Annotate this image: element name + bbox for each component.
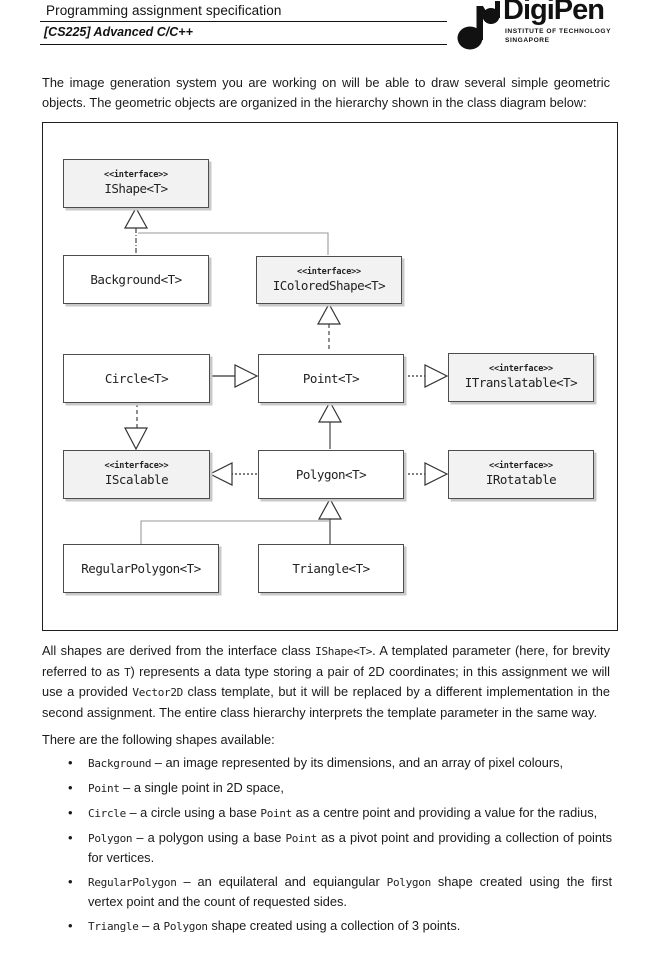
class-name: IShape<T> [104,181,168,196]
class-box-regularpolygon: RegularPolygon<T> [63,544,219,593]
header-rule-top [40,21,447,22]
class-box-triangle: Triangle<T> [258,544,404,593]
text-run: – a polygon using a base [132,830,286,845]
list-item-polygon: Polygon – a polygon using a base Point a… [60,828,612,867]
inline-code: Background [88,757,152,770]
inline-code: Point [260,807,293,820]
class-name: IRotatable [485,472,557,487]
class-name: Point<T> [302,370,360,386]
inline-code: IShape<T> [315,645,373,658]
inline-code: T [124,665,131,679]
inline-code: Point [285,832,318,845]
text-run: class template, but it will be replaced … [42,684,610,720]
inline-code: Polygon [88,832,133,845]
class-box-icoloredshape: <<interface>> IColoredShape<T> [256,256,402,304]
list-item-regularpolygon: RegularPolygon – an equilateral and equi… [60,872,612,911]
stereotype-label: <<interface>> [104,170,168,180]
text-run: as a centre point and providing a value … [292,805,598,820]
class-box-ishape: <<interface>> IShape<T> [63,159,209,208]
class-box-circle: Circle<T> [63,354,210,403]
class-name: Circle<T> [104,370,169,386]
digipen-logo: DigiPen INSTITUTE OF TECHNOLOGY SINGAPOR… [453,0,652,52]
text-run: as a pivot point and providing a collect… [88,830,612,865]
digipen-double-note-icon [457,1,500,50]
intro-paragraph: The image generation system you are work… [42,75,610,110]
class-name: RegularPolygon<T> [81,560,201,576]
class-box-irotatable: <<interface>> IRotatable [448,450,594,499]
inline-code: Triangle [88,920,139,933]
class-name: Triangle<T> [292,560,370,576]
class-name: IScalable [104,472,169,487]
header-rule-bottom [40,44,447,45]
class-box-point: Point<T> [258,354,404,403]
text-run: shape created using the first vertex poi… [88,874,613,909]
inline-code: RegularPolygon [88,876,177,889]
shape-list: Background – an image represented by its… [60,753,612,941]
class-name: ITranslatable<T> [464,375,578,390]
text-run: – an equilateral and equiangular [176,874,387,889]
class-box-iscalable: <<interface>> IScalable [63,450,210,499]
stereotype-label: <<interface>> [489,364,553,374]
stereotype-label: <<interface>> [297,266,361,277]
class-box-itranslatable: <<interface>> ITranslatable<T> [448,353,594,402]
digipen-wordmark: DigiPen [503,0,605,26]
logo-tagline-institute: INSTITUTE OF TECHNOLOGY [505,28,612,35]
inline-code: Point [88,782,120,795]
shapes-intro: There are the following shapes available… [42,732,275,747]
class-name: Polygon<T> [295,466,367,482]
logo-tagline-singapore: SINGAPORE [505,37,550,44]
class-name: Background<T> [90,271,182,287]
text-run: shape created using a collection of 3 po… [207,918,461,933]
class-box-polygon: Polygon<T> [258,450,404,499]
derived-paragraph: All shapes are derived from the interfac… [42,641,610,722]
text-run: . A templated parameter (here, for brevi… [42,643,610,679]
course-subtitle: [CS225] Advanced C/C++ [44,25,193,39]
inline-code: Circle [88,807,126,820]
list-item-background: Background – an image represented by its… [60,753,612,773]
document-title: Programming assignment specification [46,3,282,18]
text-run: – an image represented by its dimensions… [151,755,564,770]
text-run: – a [138,918,164,933]
stereotype-label: <<interface>> [104,461,169,471]
text-run: – a single point in 2D space, [119,780,284,795]
class-name: IColoredShape<T> [272,277,386,293]
list-item-circle: Circle – a circle using a base Point as … [60,803,612,823]
text-run: ) represents a data type storing a pair … [42,663,610,700]
inline-code: Polygon [163,920,209,933]
list-item-triangle: Triangle – a Polygon shape created using… [60,916,612,936]
class-box-background: Background<T> [63,255,209,304]
text-run: – a circle using a base [125,805,261,820]
stereotype-label: <<interface>> [489,461,553,471]
list-item-point: Point – a single point in 2D space, [60,778,612,798]
inline-code: Polygon [386,876,432,889]
class-diagram: <<interface>> IShape<T> Background<T> <<… [42,122,618,631]
inline-code: Vector2D [132,686,183,699]
text-run: All shapes are derived from the interfac… [42,643,316,658]
